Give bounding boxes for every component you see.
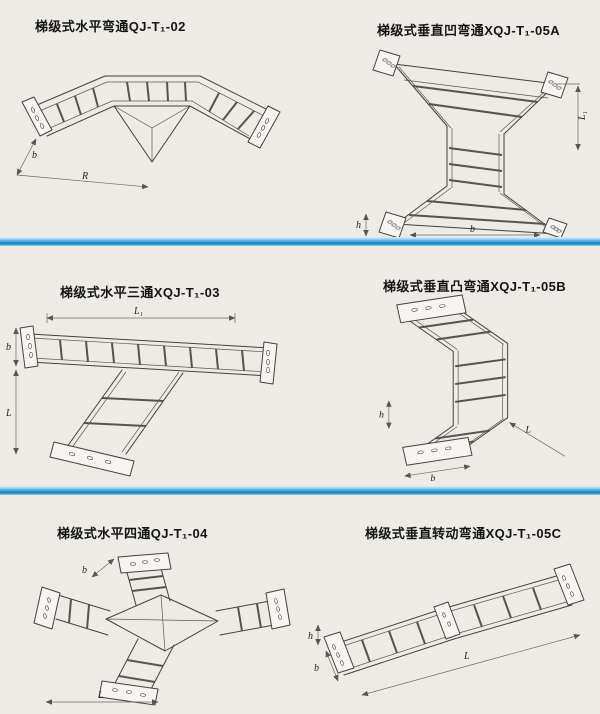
figure-title-horizontal-bend-02: 梯级式水平弯通QJ-T₁-02 bbox=[35, 19, 186, 34]
dimensions-left: b L bbox=[5, 327, 19, 455]
end-flange-bottom-right bbox=[542, 217, 568, 239]
tray-rails bbox=[29, 75, 275, 142]
end-flange-top bbox=[396, 294, 467, 324]
end-flange-left bbox=[21, 96, 53, 137]
end-flange-top-right bbox=[540, 71, 569, 99]
end-flange-bottom bbox=[402, 436, 473, 466]
dim-label-h: h bbox=[308, 631, 313, 642]
dimensions: h L b bbox=[379, 400, 566, 484]
dim-label-L: L bbox=[524, 425, 531, 436]
dimensions: L₁ h b bbox=[356, 83, 588, 238]
dim-label-h: h bbox=[379, 410, 384, 421]
rungs-branch bbox=[83, 397, 164, 427]
figure-title-vertical-outside-bend-05b: 梯级式垂直凸弯通XQJ-T₁-05B bbox=[383, 279, 567, 294]
dimensions-top: L₁ bbox=[46, 306, 236, 323]
dim-label-b: b bbox=[470, 224, 475, 235]
figure-title-horizontal-cross-04: 梯级式水平四通QJ-T₁-04 bbox=[57, 526, 208, 541]
figure-title-vertical-inside-bend-05a: 梯级式垂直凹弯通XQJ-T₁-05A bbox=[377, 23, 561, 38]
rungs bbox=[418, 318, 506, 451]
section-row-1: 梯级式水平弯通QJ-T₁-02 bbox=[0, 0, 600, 239]
center-plate bbox=[105, 594, 219, 652]
tray-rails bbox=[29, 333, 271, 377]
diagram-horizontal-bend-02: b R bbox=[16, 75, 281, 190]
end-flange-top-left bbox=[372, 49, 401, 77]
dim-label-L1: L₁ bbox=[133, 306, 143, 317]
dim-label-L: L bbox=[97, 690, 104, 701]
dim-label-b: b bbox=[314, 663, 319, 674]
diagram-horizontal-cross-04: b L bbox=[33, 552, 291, 706]
end-flange-right bbox=[247, 105, 281, 149]
dim-label-L: L bbox=[463, 651, 470, 662]
section-row-2: 梯级式水平三通XQJ-T₁-03 L₁ bbox=[0, 246, 600, 486]
rotating-joint-plate bbox=[433, 601, 461, 640]
dimensions: b L bbox=[45, 558, 159, 705]
rungs bbox=[56, 81, 255, 130]
dim-label-R: R bbox=[81, 171, 88, 182]
diagram-vertical-inside-bend-05a: L₁ h b bbox=[356, 49, 588, 239]
divider-bar-1 bbox=[0, 237, 600, 246]
branch-rails bbox=[63, 369, 184, 455]
diagram-vertical-outside-bend-05b: h L b bbox=[379, 294, 566, 484]
diagram-horizontal-tee-03: L₁ bbox=[5, 306, 278, 477]
diagram-vertical-rotating-bend-05c: h b L bbox=[308, 563, 585, 697]
dimensions: h b L bbox=[308, 624, 581, 697]
dim-label-h: h bbox=[356, 220, 361, 231]
end-flange-branch bbox=[49, 441, 135, 477]
arm-bottom bbox=[98, 638, 175, 706]
dim-label-L1: L₁ bbox=[577, 111, 588, 121]
end-flange-right bbox=[259, 341, 278, 385]
section-row-3: 梯级式水平四通QJ-T₁-04 bbox=[0, 495, 600, 714]
end-flange-left bbox=[19, 325, 39, 369]
figure-title-horizontal-tee-03: 梯级式水平三通XQJ-T₁-03 bbox=[60, 285, 220, 300]
inner-corner-plate bbox=[113, 105, 191, 163]
dimensions: b R bbox=[16, 138, 149, 190]
arm-right bbox=[215, 588, 291, 636]
rungs bbox=[408, 85, 546, 225]
rungs-main bbox=[59, 339, 245, 372]
dim-label-L: L bbox=[5, 408, 12, 419]
dim-label-b: b bbox=[82, 565, 87, 576]
tray-rails bbox=[393, 63, 559, 235]
dim-label-b: b bbox=[430, 473, 435, 484]
arm-left bbox=[33, 586, 111, 636]
arm-top bbox=[117, 552, 172, 606]
end-flange-left bbox=[323, 631, 355, 674]
end-flange-right bbox=[553, 563, 585, 606]
dim-label-b: b bbox=[6, 342, 11, 353]
end-flange-bottom-left bbox=[378, 211, 407, 239]
dim-label-b: b bbox=[32, 150, 37, 161]
figure-title-vertical-rotating-bend-05c: 梯级式垂直转动弯通XQJ-T₁-05C bbox=[365, 526, 562, 541]
divider-bar-2 bbox=[0, 486, 600, 495]
